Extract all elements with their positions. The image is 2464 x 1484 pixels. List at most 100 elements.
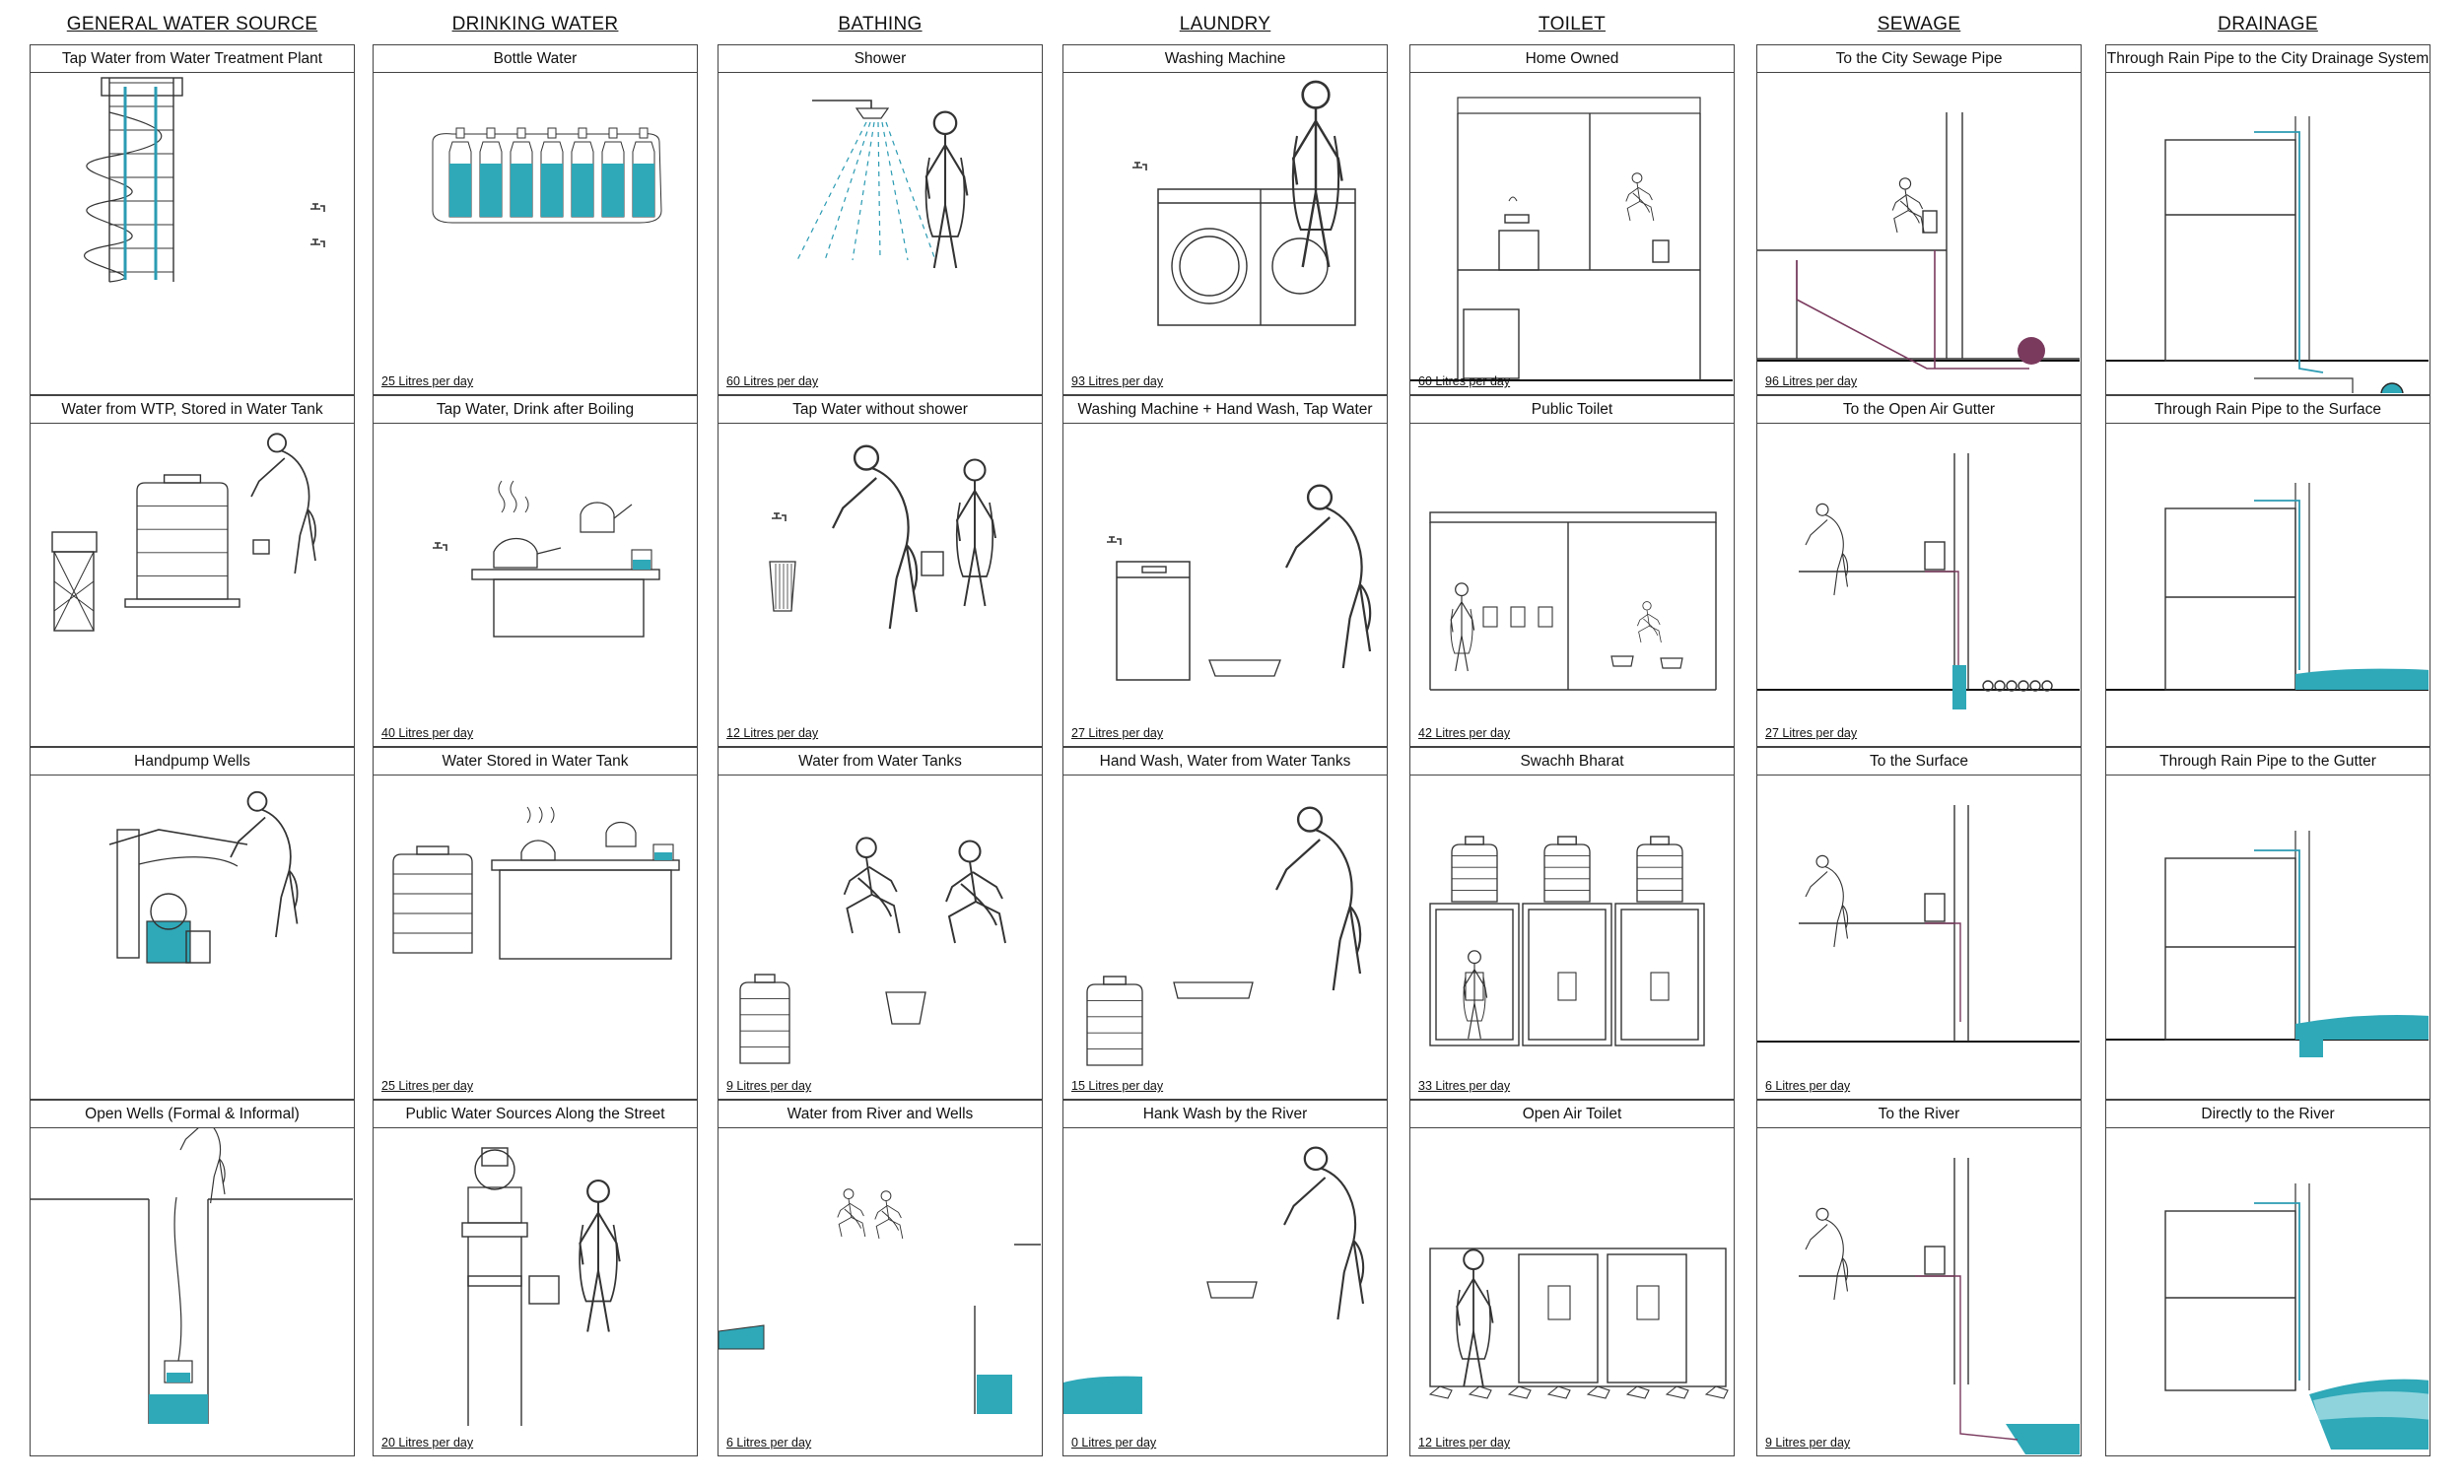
scenario-label: To the City Sewage Pipe — [1757, 45, 2081, 73]
scenario-label: Open Wells (Formal & Informal) — [31, 1101, 354, 1128]
person-figure — [843, 837, 901, 934]
scenario-illustration — [719, 1188, 1041, 1414]
scenario-illustration — [1429, 511, 1717, 691]
person-figure — [1625, 172, 1655, 222]
column-heading: LAUNDRY — [1179, 14, 1271, 34]
daily-usage-amount: 25 Litres per day — [381, 1079, 474, 1093]
person-figure — [837, 1188, 866, 1238]
scenario-panel: Through Rain Pipe to the City Drainage S… — [2105, 44, 2430, 395]
scenario-label: Water from WTP, Stored in Water Tank — [31, 396, 354, 424]
scenario-illustration — [1799, 1158, 2080, 1454]
scenario-panel: To the Open Air Gutter 27 Litres per day — [1756, 395, 2082, 747]
scenario-illustration — [392, 806, 680, 960]
person-figure — [1291, 80, 1343, 268]
scenario-panel: Open Wells (Formal & Informal) — [30, 1100, 355, 1456]
person-figure — [1285, 484, 1372, 669]
scenario-illustration — [1086, 806, 1362, 1066]
daily-usage-amount: 96 Litres per day — [1765, 374, 1858, 388]
person-figure — [1805, 503, 1849, 596]
scenario-label: Shower — [719, 45, 1042, 73]
daily-usage-amount: 15 Litres per day — [1071, 1079, 1164, 1093]
scenario-illustration — [83, 77, 325, 283]
daily-usage-amount: 9 Litres per day — [726, 1079, 812, 1093]
scenario-illustration — [2164, 1183, 2429, 1450]
daily-usage-amount: 42 Litres per day — [1418, 726, 1511, 740]
scenario-illustration — [1428, 1248, 1729, 1399]
person-figure — [1456, 1248, 1494, 1387]
person-figure — [945, 840, 1006, 944]
column-heading: DRINKING WATER — [451, 14, 619, 34]
person-figure — [1463, 950, 1488, 1040]
scenario-label: Public Water Sources Along the Street — [374, 1101, 697, 1128]
scenario-label: Public Toilet — [1410, 396, 1734, 424]
scenario-label: Water Stored in Water Tank — [374, 748, 697, 776]
daily-usage-amount: 33 Litres per day — [1418, 1079, 1511, 1093]
scenario-illustration — [2106, 831, 2429, 1057]
scenario-label: Water from Water Tanks — [719, 748, 1042, 776]
person-figure — [1805, 1207, 1849, 1301]
scenario-illustration — [1063, 1146, 1365, 1414]
person-figure — [1283, 1146, 1365, 1320]
scenario-label: To the Open Air Gutter — [1757, 396, 2081, 424]
scenario-illustration — [739, 837, 1006, 1064]
scenario-label: Through Rain Pipe to the Surface — [2106, 396, 2430, 424]
scenario-illustration — [1429, 836, 1705, 1046]
person-figure — [874, 1190, 904, 1240]
scenario-label: Tap Water, Drink after Boiling — [374, 396, 697, 424]
scenario-panel: Handpump Wells — [30, 747, 355, 1100]
column-heading: TOILET — [1539, 14, 1606, 34]
scenario-label: Home Owned — [1410, 45, 1734, 73]
person-figure — [955, 458, 996, 607]
person-figure — [1275, 806, 1362, 991]
scenario-panel: Directly to the River — [2105, 1100, 2430, 1456]
scenario-illustration — [1757, 805, 2080, 1043]
scenario-illustration — [31, 1128, 353, 1424]
scenario-label: Tap Water from Water Treatment Plant — [31, 45, 354, 73]
scenario-label: To the Surface — [1757, 748, 2081, 776]
person-figure — [924, 110, 969, 269]
person-figure — [1637, 601, 1662, 643]
scenario-illustration — [432, 127, 662, 224]
scenario-label: Tap Water without shower — [719, 396, 1042, 424]
person-figure — [832, 444, 919, 630]
scenario-label: To the River — [1757, 1101, 2081, 1128]
scenario-panel: Water from Water Tanks 9 Litres per day — [718, 747, 1043, 1100]
scenario-illustration — [1757, 453, 2080, 709]
person-figure — [1891, 177, 1925, 234]
daily-usage-amount: 0 Litres per day — [1071, 1436, 1157, 1450]
scenario-illustration — [1107, 484, 1372, 681]
daily-usage-amount: 6 Litres per day — [726, 1436, 812, 1450]
scenario-label: Washing Machine + Hand Wash, Tap Water — [1063, 396, 1387, 424]
scenario-illustration — [2106, 116, 2429, 393]
scenario-label: Handpump Wells — [31, 748, 354, 776]
scenario-panel: Home Owned 60 Litres per day — [1409, 44, 1735, 395]
column-heading: BATHING — [838, 14, 923, 34]
scenario-label: Open Air Toilet — [1410, 1101, 1734, 1128]
daily-usage-amount: 25 Litres per day — [381, 374, 474, 388]
scenario-illustration — [1410, 97, 1733, 381]
scenario-illustration — [1132, 80, 1356, 326]
daily-usage-amount: 60 Litres per day — [1418, 374, 1511, 388]
column-heading: SEWAGE — [1877, 14, 1961, 34]
scenario-illustration — [433, 480, 660, 638]
scenario-illustration — [51, 433, 316, 632]
daily-usage-amount: 60 Litres per day — [726, 374, 819, 388]
daily-usage-amount: 12 Litres per day — [726, 726, 819, 740]
daily-usage-amount: 27 Litres per day — [1765, 726, 1858, 740]
person-figure — [179, 1128, 226, 1204]
scenario-panel: To the City Sewage Pipe 96 Litres per day — [1756, 44, 2082, 395]
scenario-panel: Water Stored in Water Tank 25 Litres per … — [373, 747, 698, 1100]
column-heading: GENERAL WATER SOURCE — [66, 14, 318, 34]
person-figure — [1450, 582, 1475, 672]
scenario-illustration — [796, 100, 969, 269]
scenario-panel: Tap Water from Water Treatment Plant — [30, 44, 355, 395]
scenario-label: Water from River and Wells — [719, 1101, 1042, 1128]
